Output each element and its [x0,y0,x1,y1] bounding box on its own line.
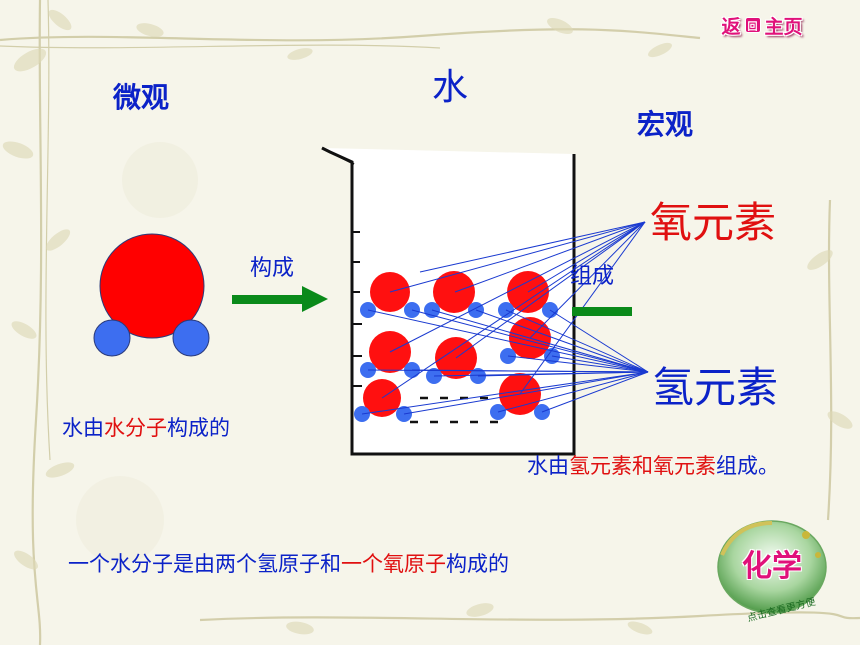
atoms-statement: 一个水分子是由两个氢原子和一个氧原子构成的 [68,548,509,578]
molecule-statement-part2: 构成的 [167,416,230,440]
right-arrow-icon [232,286,328,312]
molecule-statement-part1: 水由 [62,416,104,440]
molecule-statement: 水由水分子构成的 [62,412,230,442]
atoms-statement-part2: 构成的 [446,552,509,576]
element-statement-highlight: 氢元素和氧元素 [569,454,716,478]
home-button-mark: 回 [744,17,761,33]
chemistry-badge-button[interactable]: 化学 点击查看更方便 [706,515,846,627]
page-title: 水 [432,67,469,108]
home-button-label-part1: 返 [721,15,741,38]
flask-icon [717,520,827,614]
home-button-label-part2: 主页 [764,15,803,38]
composes-label: 构成 [250,256,295,281]
hydrogen-element-label: 氢元素 [652,363,779,412]
element-statement-part1: 水由 [527,454,569,478]
water-molecule-icon [93,233,210,357]
atoms-statement-highlight: 一个氧原子 [341,552,446,576]
element-statement: 水由氢元素和氧元素组成。 [527,450,779,480]
macro-label: 宏观 [637,108,694,141]
atoms-statement-part1: 一个水分子是由两个氢原子和 [68,552,341,576]
molecule-statement-highlight: 水分子 [104,416,167,440]
forms-label: 组成 [570,264,615,289]
home-button[interactable]: 返 回 主页 [700,8,824,42]
element-statement-part2: 组成。 [716,454,779,478]
forms-bar-icon [572,307,632,316]
badge-title: 化学 [742,549,802,584]
micro-label: 微观 [113,81,170,114]
oxygen-element-label: 氧元素 [650,198,777,247]
